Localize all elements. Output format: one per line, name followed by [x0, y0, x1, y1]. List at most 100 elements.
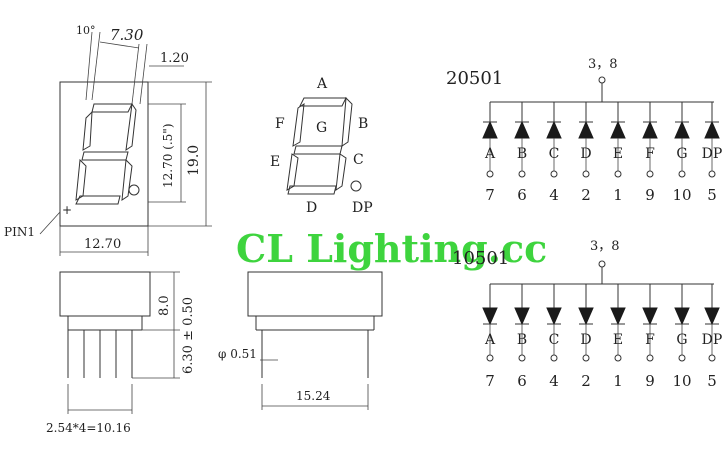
- map-label-dp: DP: [352, 200, 373, 216]
- pin-number: 5: [707, 372, 717, 390]
- pin-number: 5: [707, 186, 717, 204]
- map-label-b: B: [358, 116, 368, 132]
- label-body-width: 12.70: [84, 237, 121, 252]
- map-label-d: D: [306, 200, 317, 216]
- front-seg-d: [75, 195, 121, 205]
- pin-number: 2: [581, 186, 591, 204]
- pin-number: 7: [485, 372, 495, 390]
- pin1-mark: +: [62, 203, 72, 217]
- diode-c: [546, 120, 562, 139]
- front-dp-dot: [128, 184, 140, 196]
- front-seg-e: [75, 158, 87, 201]
- pin-terminal: [582, 354, 590, 362]
- pin-terminal: [518, 354, 526, 362]
- segment-label-e: E: [613, 332, 623, 348]
- circuit-title: 10501: [452, 248, 509, 269]
- segment-label-b: B: [517, 146, 527, 162]
- front-seg-a: [91, 103, 133, 113]
- map-label-f: F: [275, 116, 285, 132]
- diode-a: [482, 120, 498, 139]
- pin-terminal: [486, 354, 494, 362]
- pin-terminal: [646, 170, 654, 178]
- circuit-title: 20501: [446, 68, 503, 89]
- pin-number: 2: [581, 372, 591, 390]
- pin-number: 7: [485, 186, 495, 204]
- map-seg-f: [292, 102, 305, 147]
- front-view: 10° 7.30 1.20 12.70 (.5") 19.0 PIN1 + 12…: [4, 24, 212, 256]
- segment-label-g: G: [676, 332, 687, 348]
- label-pin-length: 6.30 ± 0.50: [181, 297, 196, 374]
- pin-number: 10: [672, 186, 691, 204]
- segment-label-dp: DP: [702, 146, 722, 162]
- map-seg-d: [287, 185, 337, 195]
- label-pin-dia: φ 0.51: [218, 347, 257, 361]
- front-seg-c: [121, 158, 133, 202]
- label-gap: 1.20: [160, 51, 189, 66]
- segment-label-c: C: [549, 332, 560, 348]
- common-terminal: [598, 260, 606, 268]
- map-seg-c: [335, 153, 347, 192]
- dim-line: [99, 41, 140, 49]
- pin-terminal: [550, 170, 558, 178]
- map-label-a: A: [316, 76, 328, 92]
- pin-number: 6: [517, 372, 527, 390]
- pin-terminal: [486, 170, 494, 178]
- watermark-text: CL Lighting.cc: [236, 226, 547, 271]
- pin-terminal: [550, 354, 558, 362]
- segment-label-dp: DP: [702, 332, 722, 348]
- label-pitch: 2.54*4=10.16: [46, 421, 131, 435]
- diode-f: [642, 120, 658, 139]
- map-digit-segments: [286, 96, 353, 195]
- front-seg-g: [81, 151, 129, 161]
- diode-dp: [704, 120, 720, 139]
- segment-label-f: F: [645, 332, 655, 348]
- map-label-e: E: [270, 154, 280, 170]
- pin-terminal: [678, 170, 686, 178]
- pin-terminal: [614, 354, 622, 362]
- segment-label-d: D: [580, 146, 591, 162]
- diode-dp: [704, 307, 720, 326]
- common-pin-label: 3，8: [590, 239, 620, 254]
- dim-line: [139, 43, 148, 105]
- diode-f: [642, 307, 658, 326]
- segment-label-g: G: [676, 146, 687, 162]
- label-seg-height: 12.70 (.5"): [161, 124, 175, 189]
- front-seg-f: [82, 110, 93, 151]
- diode-d: [578, 120, 594, 139]
- map-seg-e: [286, 153, 299, 191]
- segment-map: A B C D E F G DP: [270, 76, 373, 216]
- diode-c: [546, 307, 562, 326]
- segment-label-e: E: [613, 146, 623, 162]
- pin-terminal: [646, 354, 654, 362]
- diode-g: [674, 120, 690, 139]
- segment-label-b: B: [517, 332, 527, 348]
- label-total-height: 19.0: [186, 145, 202, 176]
- segment-label-a: A: [484, 146, 496, 162]
- pin-terminal: [614, 170, 622, 178]
- diode-d: [578, 307, 594, 326]
- pin-number: 10: [672, 372, 691, 390]
- pin-number: 9: [645, 186, 655, 204]
- pin-number: 4: [549, 372, 559, 390]
- label-side-height: 8.0: [157, 295, 172, 316]
- diode-e: [610, 120, 626, 139]
- dim-line: [85, 31, 93, 101]
- diode-a: [482, 307, 498, 326]
- map-label-c: C: [353, 152, 364, 168]
- common-pin-label: 3，8: [588, 57, 618, 72]
- pin-terminal: [582, 170, 590, 178]
- front-digit-segments: [75, 102, 137, 205]
- pin-terminal: [708, 354, 716, 362]
- common-terminal: [598, 76, 606, 84]
- pin-terminal: [708, 170, 716, 178]
- segment-label-c: C: [549, 146, 560, 162]
- pin-number: 4: [549, 186, 559, 204]
- pin-terminal: [518, 170, 526, 178]
- diode-b: [514, 307, 530, 326]
